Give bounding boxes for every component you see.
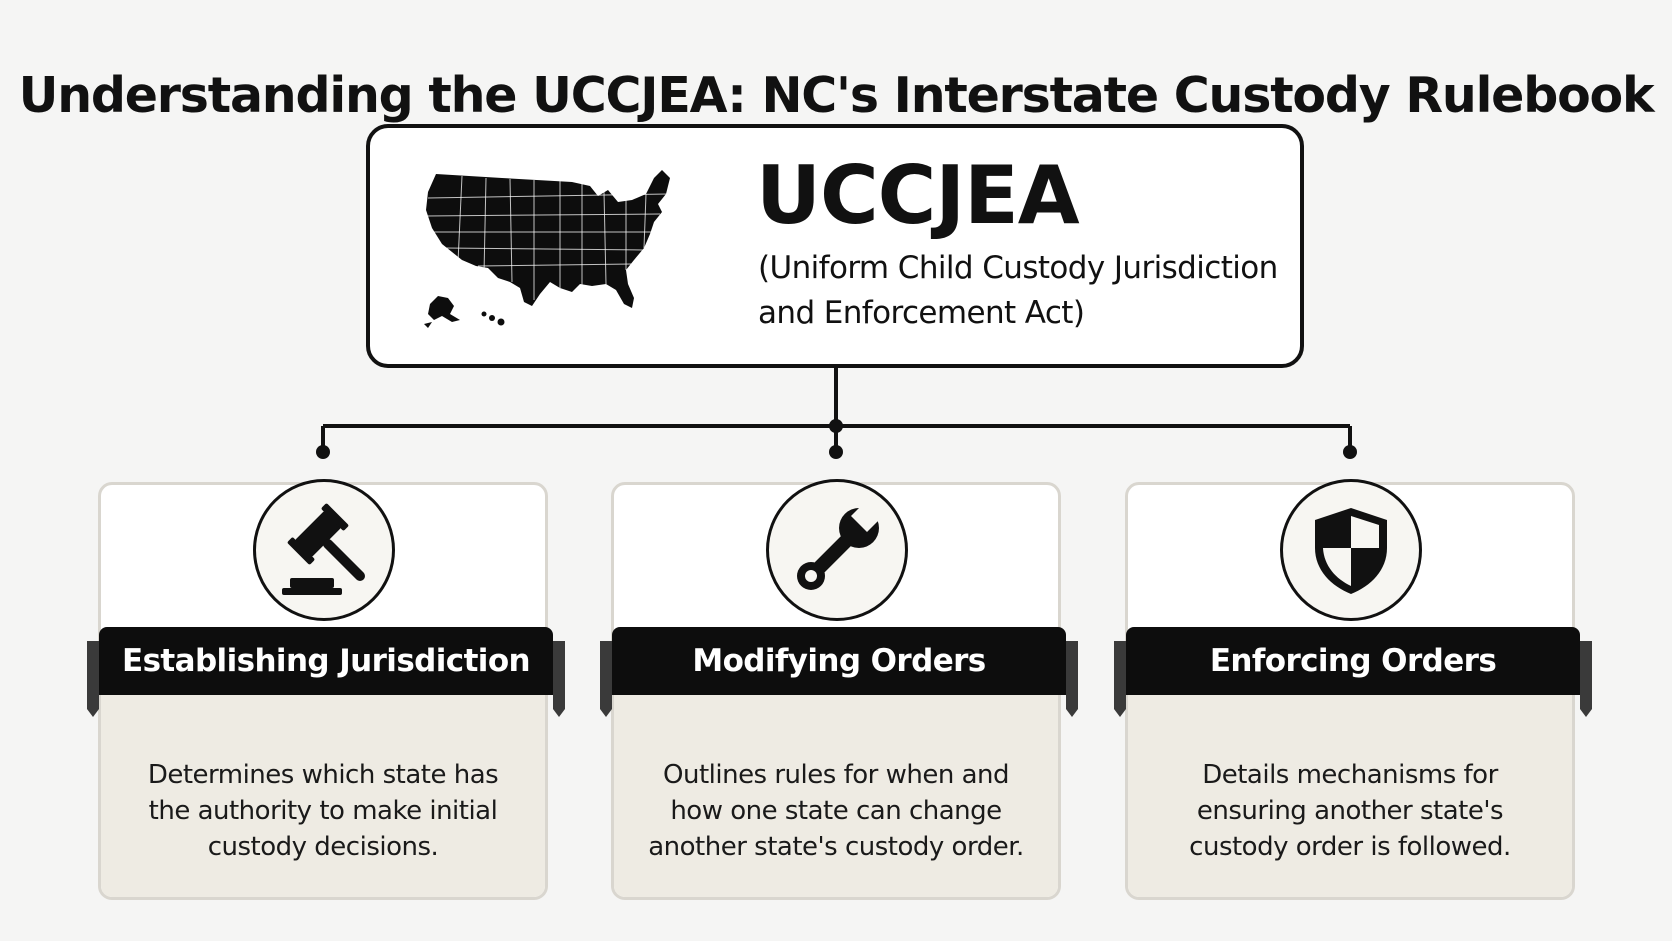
icon-circle — [766, 479, 908, 621]
card-description: Determines which state has the authority… — [147, 760, 499, 862]
card-lower-panel — [1128, 695, 1572, 897]
ribbon-tabs — [1114, 641, 1592, 717]
card-establishing-jurisdiction: Establishing Jurisdiction Determines whi… — [87, 479, 565, 900]
card-title: Enforcing Orders — [1209, 643, 1497, 679]
card-lower-panel — [101, 695, 545, 897]
icon-circle — [253, 479, 395, 621]
wrench-icon — [797, 502, 881, 590]
icon-circle — [1280, 479, 1422, 621]
main-acronym: UCCJEA — [756, 149, 1080, 242]
card-description: Details mechanisms for ensuring another … — [1189, 760, 1511, 862]
ribbon-band: Enforcing Orders — [1126, 627, 1580, 695]
ribbon-band: Modifying Orders — [612, 627, 1066, 695]
shield-icon — [1315, 508, 1387, 594]
card-enforcing-orders: Enforcing Orders Details mechanisms for … — [1114, 479, 1592, 900]
card-lower-panel — [614, 695, 1058, 897]
main-fullname: (Uniform Child Custody Jurisdiction and … — [758, 250, 1278, 331]
card-title: Establishing Jurisdiction — [122, 643, 531, 679]
card-title: Modifying Orders — [692, 643, 986, 679]
us-map-icon — [424, 170, 670, 328]
page-title: Understanding the UCCJEA: NC's Interstat… — [18, 66, 1655, 124]
ribbon-tabs — [600, 641, 1078, 717]
main-box: UCCJEA (Uniform Child Custody Jurisdicti… — [366, 124, 1304, 368]
card-modifying-orders: Modifying Orders Outlines rules for when… — [600, 479, 1078, 900]
ribbon-band: Establishing Jurisdiction — [99, 627, 553, 695]
ribbon: Enforcing Orders — [1114, 627, 1592, 717]
ribbon: Modifying Orders — [600, 627, 1078, 717]
ribbon: Establishing Jurisdiction — [87, 627, 565, 717]
card-description: Outlines rules for when and how one stat… — [648, 760, 1024, 862]
ribbon-tabs — [87, 641, 565, 717]
gavel-icon — [282, 503, 365, 595]
